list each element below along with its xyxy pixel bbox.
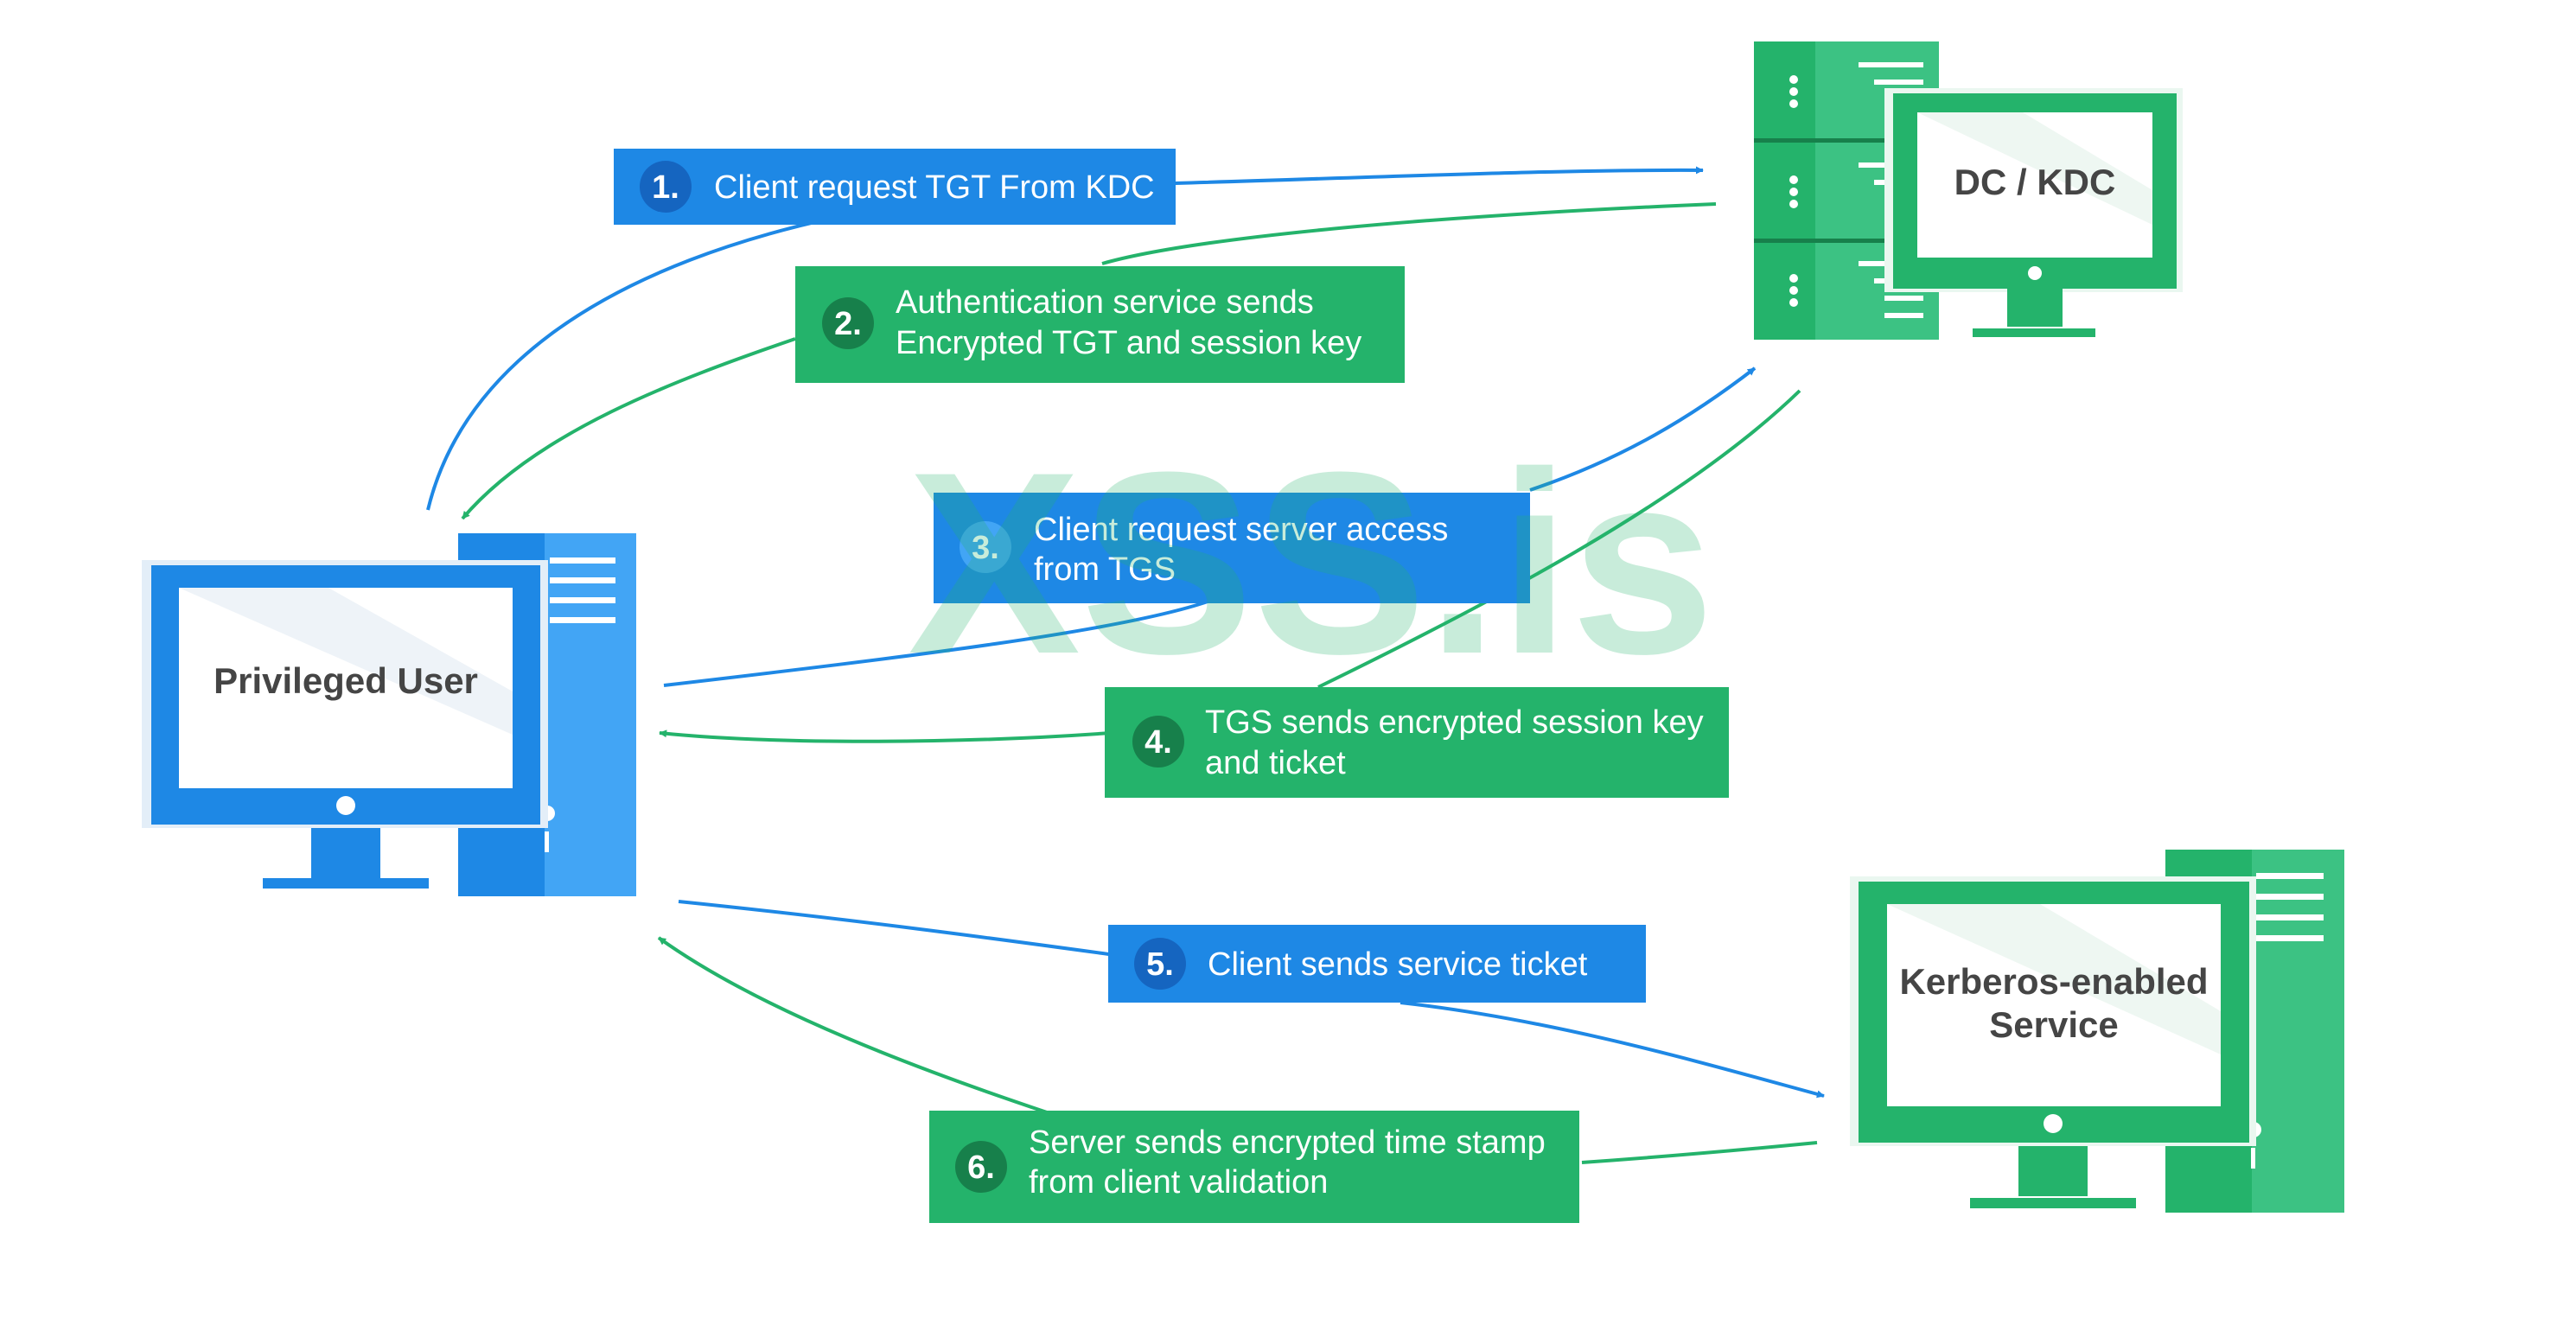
step-6-box: 6. Server sends encrypted time stamp fro… [929,1111,1579,1223]
step-5-number-badge [1134,938,1186,990]
desktop-computer-icon [142,560,548,889]
step-5-number: 5. [1146,946,1174,983]
arrow-step-6 [659,938,1818,1164]
step-1-number: 1. [652,169,679,206]
step-4-number: 4. [1145,724,1172,761]
privileged-user-node: Privileged User [142,533,636,896]
step-6-text-line2: from client validation [1029,1164,1328,1201]
step-4-text-line2: and ticket [1205,745,1346,781]
step-3-text-line2: from TGS [1034,551,1176,588]
step-3-box: 3. Client request server access from TGS [934,493,1530,603]
step-3-text-line1: Client request server access [1034,512,1448,548]
step-2-number: 2. [834,306,862,342]
step-2-box: 2. Authentication service sends Encrypte… [795,266,1405,383]
step-6-number: 6. [967,1150,995,1186]
arrow-step-5 [678,900,1824,1096]
desktop-computer-icon [1884,88,2183,337]
step-2-text-line2: Encrypted TGT and session key [896,325,1361,361]
step-6-number-badge [955,1141,1007,1193]
step-2-number-badge [822,297,874,349]
kdc-node: DC / KDC [1754,41,2183,340]
arrow-step-3 [663,368,1755,687]
connectors [426,166,1824,1164]
step-6-text-line1: Server sends encrypted time stamp [1029,1124,1546,1161]
step-2-text-line1: Authentication service sends [896,284,1314,321]
step-3-number: 3. [972,530,999,566]
step-5-text: Client sends service ticket [1208,946,1588,983]
step-4-text-line1: TGS sends encrypted session key [1205,704,1704,741]
watermark-text: XSS.is [908,417,1715,708]
step-4-number-badge [1132,716,1184,768]
step-3-number-badge [960,521,1011,573]
service-label-line1: Kerberos-enabled [1899,961,2208,1002]
desktop-computer-icon [1850,876,2256,1208]
kdc-label: DC / KDC [1954,162,2116,202]
privileged-user-label: Privileged User [214,660,478,701]
step-1-number-badge [640,161,692,213]
service-label-line2: Service [1989,1004,2118,1045]
arrow-step-4 [660,389,1801,743]
step-5-box: 5. Client sends service ticket [1108,925,1646,1003]
arrow-step-2 [462,202,1717,519]
step-1-box: 1. Client request TGT From KDC [614,149,1176,225]
service-node: Kerberos-enabled Service [1850,850,2344,1213]
step-1-text: Client request TGT From KDC [714,169,1155,206]
step-4-box: 4. TGS sends encrypted session key and t… [1105,687,1729,798]
